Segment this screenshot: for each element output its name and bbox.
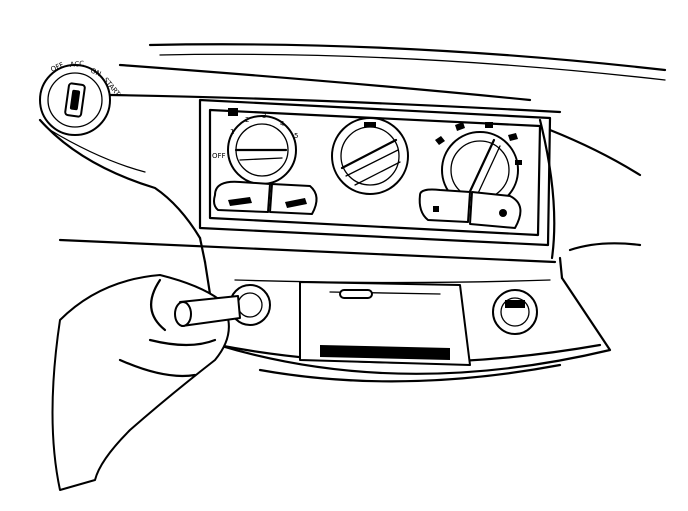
- rear-defrost-icon: [499, 209, 507, 217]
- accessory-power-outlet[interactable]: [492, 289, 538, 335]
- temperature-icon: [364, 122, 376, 127]
- vent-button[interactable]: [213, 180, 271, 213]
- ignition-label-acc: ACC: [69, 60, 84, 69]
- fan-speed-knob[interactable]: [227, 108, 297, 185]
- right-button-group: [418, 188, 522, 229]
- recirculation-icon: [285, 198, 307, 208]
- climate-control-panel: OFF 1 2 3 4 5: [198, 98, 552, 247]
- air-mode-knob[interactable]: [435, 122, 522, 209]
- left-button-group: [213, 180, 318, 215]
- fan-label-4: 4: [280, 120, 285, 128]
- vent-icon: [228, 197, 252, 206]
- bi-level-icon: [455, 122, 465, 131]
- dashboard-outline: [38, 43, 667, 280]
- fan-label-2: 2: [245, 116, 249, 124]
- ac-snowflake-icon: [433, 206, 439, 212]
- panel-vent-icon: [435, 136, 445, 145]
- ashtray[interactable]: [299, 281, 471, 366]
- temperature-knob[interactable]: [331, 117, 409, 195]
- defrost-icon: [515, 160, 522, 165]
- fan-label-off: OFF: [212, 152, 226, 160]
- ignition-switch: OFF ACC ON START: [39, 60, 122, 136]
- hand-illustration: [51, 274, 241, 491]
- fan-icon: [228, 108, 238, 116]
- recirculation-button[interactable]: [269, 183, 318, 215]
- ac-button[interactable]: [418, 188, 471, 223]
- fan-label-5: 5: [294, 132, 298, 140]
- fan-label-3: 3: [262, 112, 266, 120]
- floor-icon: [485, 122, 493, 128]
- ignition-label-on: ON: [89, 67, 102, 79]
- floor-defrost-icon: [508, 133, 518, 141]
- fan-label-1: 1: [230, 128, 234, 136]
- rear-defrost-button[interactable]: [469, 191, 522, 229]
